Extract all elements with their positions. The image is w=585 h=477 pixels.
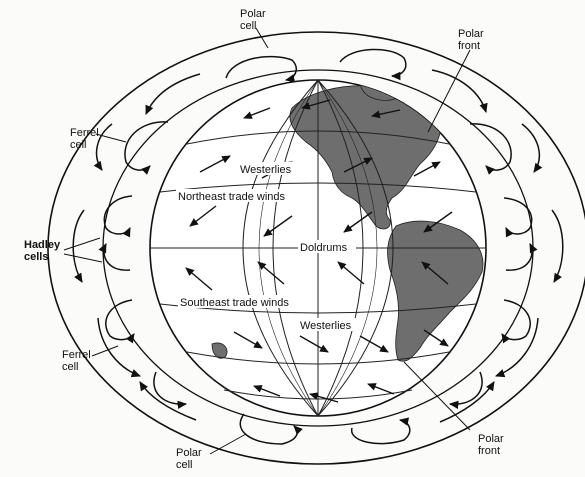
label-doldrums: Doldrums [300,242,348,254]
label-polar-cell-top: Polar cell [240,8,269,32]
label-polar-cell-bottom: Polar cell [176,447,205,471]
polar-cell-loop [146,74,200,114]
ferrel-cell-loop [470,124,511,170]
ferrel-cell-loop [98,318,140,376]
ferrel-cell-loop [496,318,538,376]
label-westerlies-north: Westerlies [240,164,292,176]
hadley-cell-loop [504,198,532,234]
polar-cell-loop [432,70,486,112]
hadley-cell-loop [506,244,532,270]
polar-cell-loop [352,420,410,444]
ferrel-cell-loop [125,122,168,170]
hadley-cell-loop [552,210,563,282]
label-polar-front-bottom: Polar front [478,433,507,457]
label-hadley-cells: Hadley cells [24,239,63,263]
label-ferrel-cell-lower: Ferrel cell [62,349,94,373]
polar-cell-loop [240,414,297,444]
hadley-cell-loop [104,244,130,270]
label-westerlies-south: Westerlies [300,320,352,332]
label-southeast-trade-winds: Southeast trade winds [180,297,289,309]
hadley-cell-loop [104,196,132,234]
label-northeast-trade-winds: Northeast trade winds [178,191,285,203]
label-polar-front-top: Polar front [458,28,487,52]
ferrel-cell-loop [522,124,539,172]
